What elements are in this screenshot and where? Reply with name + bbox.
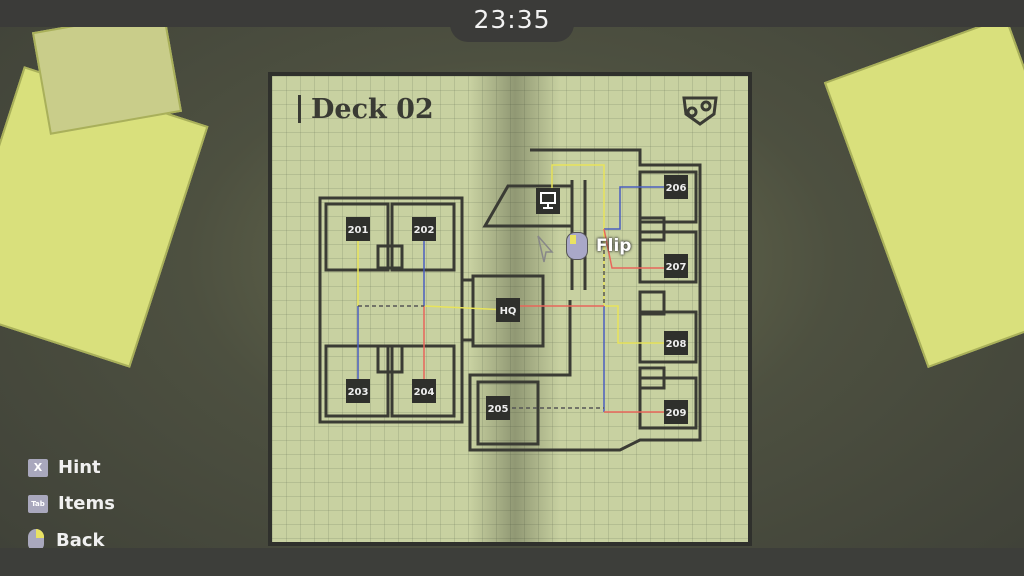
room-tag xyxy=(412,217,436,241)
room-tag xyxy=(664,175,688,199)
room-tag xyxy=(412,379,436,403)
bottom-bar xyxy=(0,548,1024,576)
room-label: HQ xyxy=(500,306,517,317)
room-tag xyxy=(664,400,688,424)
mouse-icon xyxy=(28,529,44,551)
timer: 23:35 xyxy=(450,0,574,42)
room-tag xyxy=(664,331,688,355)
room-207: 207 xyxy=(664,254,688,278)
room-label: 209 xyxy=(666,408,687,419)
room-tag xyxy=(496,298,520,322)
tab-key-icon: Tab xyxy=(28,494,48,513)
room-HQ: HQ xyxy=(496,298,520,322)
room-205: 205 xyxy=(486,396,510,420)
room-label: 207 xyxy=(666,262,687,273)
x-key-icon: X xyxy=(28,458,48,477)
wires xyxy=(357,164,676,413)
room-203: 203 xyxy=(346,379,370,403)
room-label: 204 xyxy=(414,387,435,398)
room-label: 206 xyxy=(666,183,687,194)
mouse-icon xyxy=(566,232,588,260)
room-label: 202 xyxy=(414,225,435,236)
back-control[interactable]: Back xyxy=(28,529,105,551)
cursor-icon xyxy=(537,235,554,263)
flip-prompt[interactable]: Flip xyxy=(596,236,632,256)
room-206: 206 xyxy=(664,175,688,199)
monitor-icon xyxy=(536,188,560,214)
ship-logo-icon xyxy=(682,96,718,126)
room-201: 201 xyxy=(346,217,370,241)
room-204: 204 xyxy=(412,379,436,403)
room-label: 201 xyxy=(348,225,369,236)
room-tag xyxy=(664,254,688,278)
room-208: 208 xyxy=(664,331,688,355)
room-label: 208 xyxy=(666,339,687,350)
deck-title: Deck 02 xyxy=(298,94,434,125)
room-209: 209 xyxy=(664,400,688,424)
room-tag xyxy=(346,379,370,403)
room-tag xyxy=(486,396,510,420)
room-202: 202 xyxy=(412,217,436,241)
room-tag xyxy=(346,217,370,241)
room-label: 203 xyxy=(348,387,369,398)
room-label: 205 xyxy=(488,404,509,415)
